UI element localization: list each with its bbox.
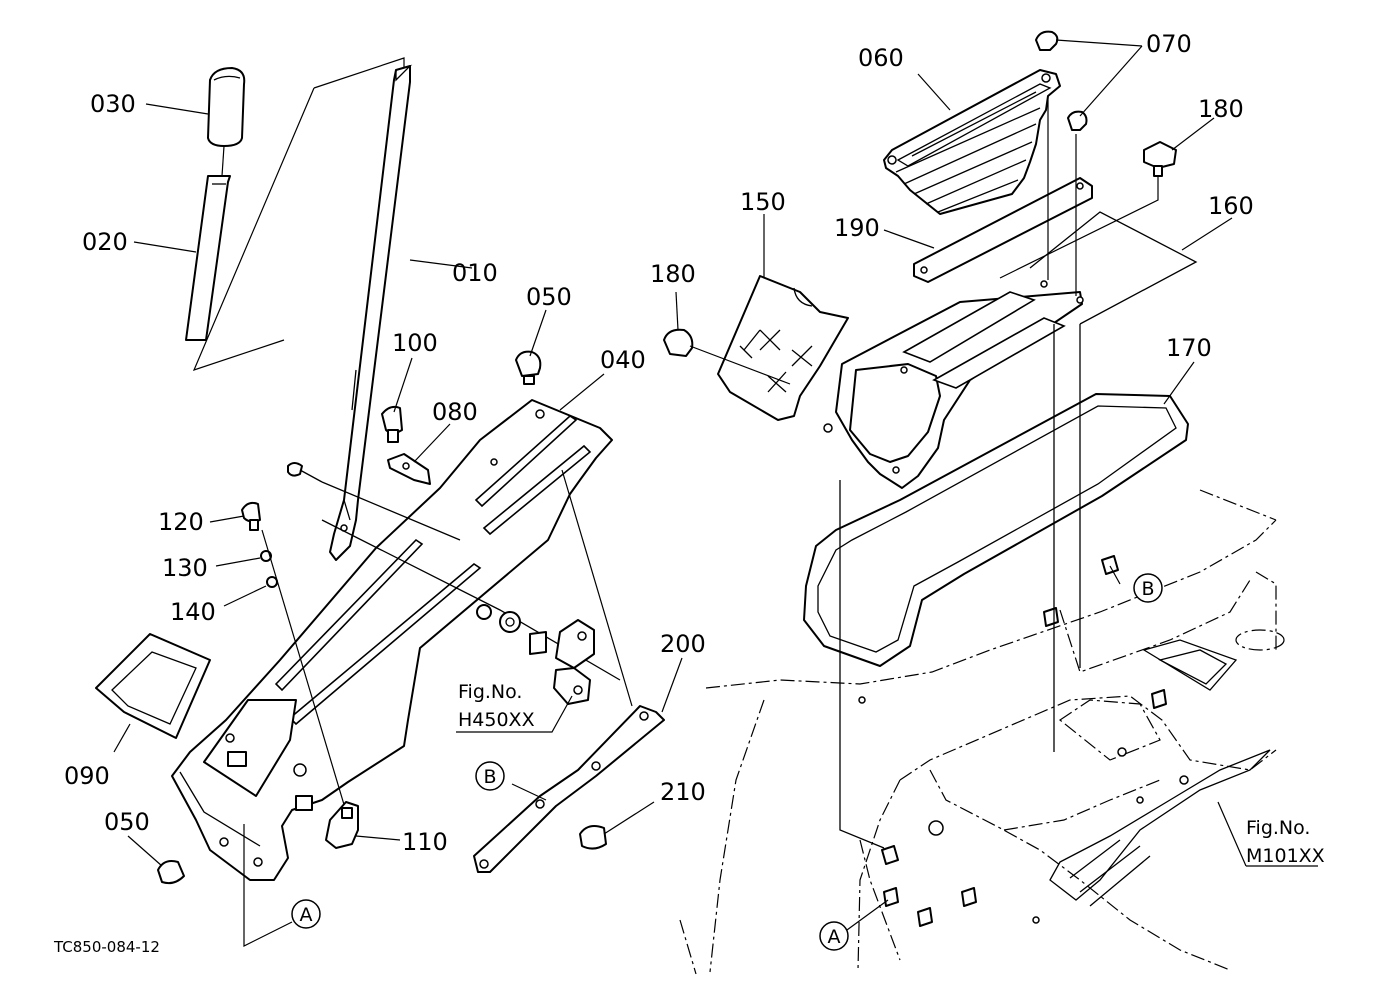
callout-050-top: 050 [526, 283, 572, 311]
marker-a-left: A [291, 899, 321, 929]
callout-150: 150 [740, 188, 786, 216]
figure-ref-h450xx: Fig.No. H450XX [458, 681, 535, 731]
figure-ref-m101xx: Fig.No. M101XX [1246, 817, 1325, 867]
callout-200: 200 [660, 630, 706, 658]
callout-180-left: 180 [650, 260, 696, 288]
part-040-bracket [171, 399, 613, 881]
part-160-housing [823, 211, 1198, 489]
svg-text:Fig.No.: Fig.No. [458, 681, 522, 703]
part-180-bolt-right [1143, 141, 1177, 177]
svg-text:Fig.No.: Fig.No. [1246, 817, 1310, 839]
callout-labels: 030 020 010 050 040 100 080 120 130 140 … [64, 30, 1254, 856]
marker-b-left: B [475, 761, 505, 791]
leader-lines [113, 39, 1318, 939]
svg-text:A: A [300, 904, 313, 926]
part-050-bolt-top [515, 350, 542, 385]
callout-050-lower: 050 [104, 808, 150, 836]
part-120-bolt [241, 501, 261, 531]
part-180-bolt-left [663, 328, 694, 357]
part-070-pins [1035, 30, 1088, 131]
callout-190: 190 [834, 214, 880, 242]
callout-080: 080 [432, 398, 478, 426]
callout-010: 010 [452, 259, 498, 287]
part-140-washer [266, 576, 278, 588]
callout-130: 130 [162, 554, 208, 582]
callout-170: 170 [1166, 334, 1212, 362]
part-090-seal [95, 633, 211, 739]
drawing-code: TC850-084-12 [53, 938, 160, 956]
part-shaft-bolt [287, 462, 621, 705]
callout-070: 070 [1146, 30, 1192, 58]
svg-text:A: A [828, 926, 841, 948]
part-170-guard-rail [803, 393, 1189, 667]
part-210-bolt [579, 825, 607, 850]
callout-210: 210 [660, 778, 706, 806]
part-030-grip [207, 67, 246, 147]
part-110-plate [325, 801, 359, 849]
callout-180-right: 180 [1198, 95, 1244, 123]
part-020-sleeve [185, 175, 231, 341]
machine-body-outline [679, 489, 1285, 975]
marker-b-right: B [1133, 573, 1163, 603]
callout-030: 030 [90, 90, 136, 118]
callout-110: 110 [402, 828, 448, 856]
part-100-bolt [381, 405, 403, 443]
callout-020: 020 [82, 228, 128, 256]
part-050-bolt-lower [157, 860, 185, 885]
marker-a-right: A [819, 921, 849, 951]
callout-060: 060 [858, 44, 904, 72]
alignment-lines [839, 96, 1159, 849]
callout-040: 040 [600, 346, 646, 374]
part-150-cover [717, 275, 849, 421]
callout-100: 100 [392, 329, 438, 357]
svg-text:H450XX: H450XX [458, 709, 535, 731]
svg-text:B: B [483, 766, 496, 788]
svg-text:M101XX: M101XX [1246, 845, 1325, 867]
part-200-plate [473, 705, 665, 873]
svg-text:B: B [1141, 578, 1154, 600]
part-080-clip [387, 453, 431, 485]
callout-120: 120 [158, 508, 204, 536]
callout-090: 090 [64, 762, 110, 790]
callout-140: 140 [170, 598, 216, 626]
part-060-boot [883, 69, 1061, 215]
body-nuts [881, 555, 1167, 927]
callout-160: 160 [1208, 192, 1254, 220]
part-010-lever-rod [329, 64, 413, 561]
